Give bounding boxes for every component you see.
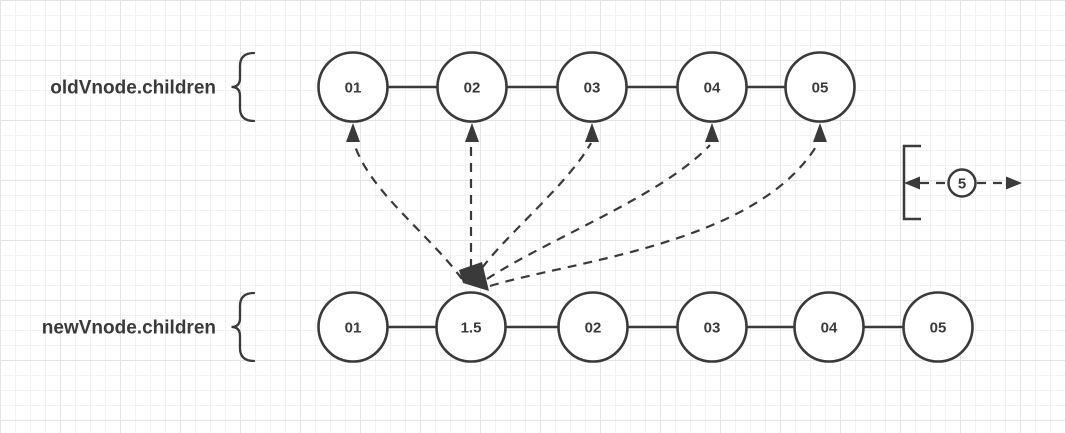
- compare-arrow-to-old-05: [489, 123, 827, 288]
- up-arrowhead-icon: [705, 123, 719, 142]
- convergence-arrowhead-icon: [459, 262, 489, 291]
- compare-arrow-to-old-01: [346, 123, 463, 280]
- compare-arrow-curve: [352, 142, 463, 280]
- new-node-01-circle: [317, 291, 389, 363]
- count-badge-label: 5: [958, 176, 966, 193]
- new-node-04-circle: [793, 291, 865, 363]
- new-node-03-circle: [676, 291, 748, 363]
- right-arrowhead-icon: [1006, 176, 1022, 190]
- comparison-arrows: [346, 123, 827, 291]
- new-node-02-circle: [557, 291, 629, 363]
- new-node-02-label: 02: [585, 320, 602, 337]
- old-children-row: 01 02 03 04 05: [317, 51, 856, 123]
- compare-arrow-curve: [481, 142, 592, 269]
- new-node-1-5: 1.5: [435, 291, 507, 363]
- bracket-icon: [902, 144, 921, 221]
- new-node-05-circle: [902, 291, 974, 363]
- comparison-count-indicator: 5: [902, 144, 1022, 221]
- old-node-05-circle: [784, 51, 856, 123]
- old-node-03-circle: [556, 51, 628, 123]
- old-children-label: oldVnode.children: [50, 78, 216, 99]
- new-node-03-label: 03: [704, 320, 721, 337]
- new-children-label: newVnode.children: [42, 318, 216, 339]
- up-arrowhead-icon: [465, 123, 479, 142]
- compare-arrow-to-old-04: [486, 123, 719, 280]
- up-arrowhead-icon: [585, 123, 599, 142]
- new-node-1-5-label: 1.5: [461, 320, 482, 337]
- old-node-03-label: 03: [584, 80, 601, 97]
- compare-arrow-curve: [489, 144, 818, 288]
- new-node-04-label: 04: [821, 320, 838, 337]
- up-arrowhead-icon: [813, 123, 827, 142]
- new-node-01-label: 01: [345, 320, 362, 337]
- old-node-04: 04: [676, 51, 748, 123]
- new-children-row: 01 1.5 02 03 04 05: [317, 291, 974, 363]
- compare-arrow-to-old-02: [465, 123, 479, 268]
- new-node-02: 02: [557, 291, 629, 363]
- new-node-01: 01: [317, 291, 389, 363]
- count-badge-circle: [947, 168, 977, 198]
- old-node-03: 03: [556, 51, 628, 123]
- old-node-04-label: 04: [704, 80, 721, 97]
- new-node-1-5-circle: [435, 291, 507, 363]
- up-arrowhead-icon: [346, 123, 360, 142]
- new-node-05-label: 05: [930, 320, 947, 337]
- old-node-02: 02: [436, 51, 508, 123]
- old-node-01: 01: [317, 51, 389, 123]
- old-node-01-circle: [317, 51, 389, 123]
- new-node-04: 04: [793, 291, 865, 363]
- new-node-03: 03: [676, 291, 748, 363]
- compare-arrow-curve: [486, 144, 711, 280]
- old-node-01-label: 01: [345, 80, 362, 97]
- old-node-04-circle: [676, 51, 748, 123]
- old-row-brace-icon: [231, 51, 256, 123]
- new-node-05: 05: [902, 291, 974, 363]
- old-node-02-circle: [436, 51, 508, 123]
- compare-arrow-to-old-03: [481, 123, 599, 269]
- old-node-05-label: 05: [812, 80, 829, 97]
- new-row-brace-icon: [231, 291, 256, 363]
- old-node-05: 05: [784, 51, 856, 123]
- old-node-02-label: 02: [464, 80, 481, 97]
- left-arrowhead-icon: [904, 176, 920, 190]
